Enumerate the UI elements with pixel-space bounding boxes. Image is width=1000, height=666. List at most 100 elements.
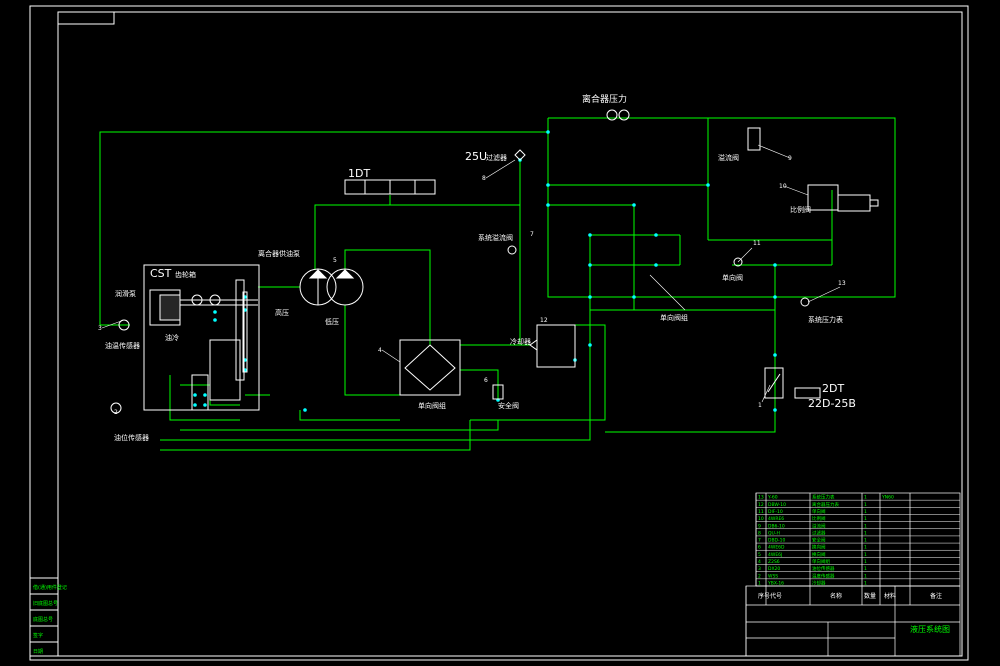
bom-cell: 7 xyxy=(758,538,761,544)
bom-cell: WSS xyxy=(768,573,778,579)
callout-5: 5 xyxy=(333,257,337,264)
pump-left-label: 润滑泵 xyxy=(115,289,136,298)
bom-cell: 4WRE6 xyxy=(768,516,784,522)
bom-cell: 安全阀 xyxy=(812,537,826,544)
safety-valve xyxy=(492,384,504,400)
callout-10: 10 xyxy=(779,183,787,190)
bom-cell: 8 xyxy=(758,530,761,536)
bom-cell: 4WE6J xyxy=(768,552,782,558)
relief-valve-top xyxy=(747,127,761,151)
filter-25u xyxy=(514,149,526,161)
callouts: 1 2 3 4 5 6 7 8 9 10 11 12 13 xyxy=(98,155,846,416)
side-stamp: 借(通)用件登记 旧底图总号 底图总号 签字 日期 xyxy=(29,577,67,657)
bom-cell: 5 xyxy=(758,552,761,558)
callout-7: 7 xyxy=(530,231,534,238)
bridge-check-valves xyxy=(399,339,461,396)
callout-1: 1 xyxy=(758,402,762,409)
cooler-label: 冷却器 xyxy=(510,337,531,346)
bom-cell: 9 xyxy=(758,523,761,529)
cst-cn-label: 齿轮箱 xyxy=(175,270,196,279)
clutch-pressure-gauge xyxy=(606,109,630,121)
bom-cell: DBW-10 xyxy=(768,502,786,508)
filter-25u-cn-label: 过滤器 xyxy=(486,153,507,162)
side-stamp-3: 签字 xyxy=(33,632,43,639)
bom-cell: 冷却器 xyxy=(812,580,826,587)
bom-cell: 1 xyxy=(864,545,867,551)
top-pressure-label: 离合器压力 xyxy=(582,93,627,105)
bom-cell: 3 xyxy=(758,566,761,572)
bom-cell: 1 xyxy=(864,581,867,587)
title-block-name: 液压系统图 xyxy=(910,624,950,634)
bom-cell: 系统压力表 xyxy=(812,494,835,501)
bom-cell: 单向阀组 xyxy=(812,558,830,565)
bom-cell: 1 xyxy=(864,502,867,508)
bom-cell: QU-H xyxy=(768,530,780,536)
bom-cell: 12 xyxy=(758,502,764,508)
bom-cell: 1 xyxy=(758,581,761,587)
bom-cell: 2 xyxy=(758,573,761,579)
corner-tab xyxy=(57,11,115,25)
bom-cell: DX20 xyxy=(768,566,780,572)
bom-cell: 1 xyxy=(864,559,867,565)
cst-gearbox xyxy=(143,264,260,411)
directional-valve-label: 单向阀组 xyxy=(660,313,688,322)
bom-header: 序号 代号 名称 数量 材料 备注 xyxy=(758,592,942,600)
system-relief-label: 系统溢流阀 xyxy=(478,233,513,242)
callout-4: 4 xyxy=(378,347,382,354)
bom-header-1: 代号 xyxy=(770,592,782,600)
bom-cell: 单向阀 xyxy=(812,508,826,515)
bom-cell: 1 xyxy=(864,530,867,536)
proportional-valve xyxy=(807,184,879,212)
bom-cell: 1 xyxy=(864,495,867,501)
proportional-label: 比例阀 xyxy=(790,205,811,214)
side-stamp-0: 借(通)用件登记 xyxy=(33,584,67,591)
bom-cell: 换向阀 xyxy=(812,551,826,558)
callout-13: 13 xyxy=(838,280,846,287)
system-pressure-gauge xyxy=(800,297,810,307)
callout-8: 8 xyxy=(482,175,486,182)
callout-11: 11 xyxy=(753,240,761,247)
bom-cell: 6 xyxy=(758,545,761,551)
bom-cell: 过滤器 xyxy=(812,529,826,536)
bom-cell: 13 xyxy=(758,495,764,501)
bom-cell: Y-60 xyxy=(767,495,778,501)
bom-header-2: 名称 xyxy=(830,592,842,600)
callout-6: 6 xyxy=(484,377,488,384)
bom-cell: 换向阀 xyxy=(812,544,826,551)
valve-2dt xyxy=(764,367,821,399)
bom-cell: YBX-16 xyxy=(767,581,784,587)
left-sensors xyxy=(110,319,130,414)
system-relief-valve xyxy=(507,245,517,255)
callout-2: 2 xyxy=(114,409,118,416)
bom-cell: 1 xyxy=(864,509,867,515)
bom-cell: 4 xyxy=(758,559,761,565)
bom-cell: 油位传感器 xyxy=(812,565,835,572)
bom-cell: 10 xyxy=(758,516,764,522)
inner-frame xyxy=(57,11,963,657)
relief-valve-label: 溢流阀 xyxy=(718,153,739,162)
bom-cell: 比例阀 xyxy=(812,515,826,522)
system-pressure-label: 系统压力表 xyxy=(808,315,843,324)
bridge-valve-label: 单向阀组 xyxy=(418,401,446,410)
high-pressure-label: 高压 xyxy=(275,308,289,317)
cst-label: CST xyxy=(150,267,172,280)
callout-3: 3 xyxy=(98,325,102,332)
bom-header-0: 序号 xyxy=(758,592,770,600)
bom-cell: Z2S6 xyxy=(768,559,780,565)
side-stamp-2: 底图总号 xyxy=(33,616,53,623)
bom-cell: 11 xyxy=(758,509,764,515)
bom-cell: 1 xyxy=(864,566,867,572)
filter-25u-label: 25U xyxy=(465,150,487,163)
valve-1dt xyxy=(344,179,436,195)
bom-cell: 离合器压力表 xyxy=(812,501,839,508)
pump-pair xyxy=(299,268,364,306)
bom-cell: DB6-10 xyxy=(768,523,785,529)
callout-9: 9 xyxy=(788,155,792,162)
bom-cell: 温度传感器 xyxy=(812,572,835,579)
outer-frame xyxy=(29,5,969,661)
pipelines xyxy=(99,117,896,451)
bom-cell: DBD-10 xyxy=(768,538,786,544)
low-pressure-label: 低压 xyxy=(325,317,339,326)
